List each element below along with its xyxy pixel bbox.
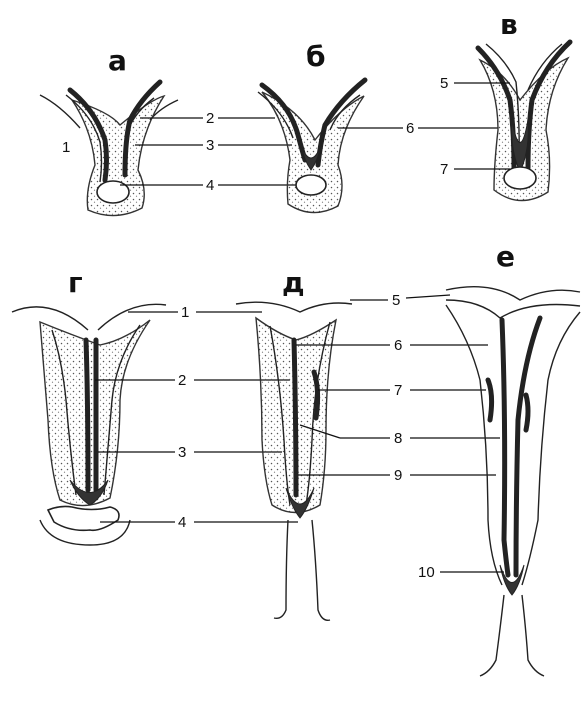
sebaceous-gland-e (485, 377, 495, 423)
outer-root-sheath-right-g (103, 324, 141, 496)
label-v-5: 5 (440, 75, 448, 92)
root-strand-left-d (273, 519, 289, 620)
hair-shaft-left-g (83, 337, 91, 493)
panel-g-letter: г (68, 266, 83, 299)
hair-bulb-e (499, 564, 525, 596)
label-a-2: 2 (206, 110, 214, 127)
hair-cone-b (301, 147, 321, 171)
epidermis-right-b (315, 77, 368, 168)
panel-d-letter: д (282, 266, 305, 299)
panel-a-letter: а (108, 44, 127, 77)
root-strand-left-e (479, 594, 505, 677)
epidermis-right-a (122, 79, 163, 178)
epidermis-inner-left-v (485, 43, 520, 166)
panel-b-letter: б (306, 40, 326, 73)
label-v-7: 7 (440, 161, 448, 178)
skin-surface-e (445, 285, 581, 301)
epidermis-inner-left-b (257, 91, 294, 139)
label-g-3: 3 (178, 444, 186, 461)
skin-surface-inner-e (445, 299, 581, 319)
epidermis-inner-right-b (329, 94, 361, 131)
panel-e: е 10 (418, 240, 581, 677)
label-b-6: 6 (406, 120, 414, 137)
panel-b: б 6 (257, 40, 498, 214)
hair-bulb-g (69, 479, 109, 506)
hair-shaft-v (511, 119, 529, 174)
skin-surface-right-g (97, 303, 167, 331)
papilla-a (96, 180, 130, 204)
leader-d-5-to-e (405, 294, 451, 299)
panel-d: д 5 6 7 8 9 (235, 266, 500, 621)
panel-g: г 1 2 3 4 (11, 266, 298, 546)
panel-e-letter: е (496, 240, 515, 273)
label-d-6: 6 (394, 337, 402, 354)
label-g-4: 4 (178, 514, 186, 531)
papilla-v (503, 166, 537, 190)
epidermis-inner-right-a (127, 97, 155, 131)
label-g-2: 2 (178, 372, 186, 389)
panel-v: в 5 7 (440, 8, 573, 202)
skin-surface-d (235, 301, 353, 313)
label-d-5: 5 (392, 292, 400, 309)
skin-surface-left-g (11, 306, 89, 331)
label-a-3: 3 (206, 137, 214, 154)
epidermis-right-v (525, 39, 573, 171)
root-strand-right-d (311, 519, 331, 621)
outer-root-sheath-right-d (305, 321, 331, 506)
hair-shaft-left-e (499, 317, 511, 578)
hair-bulb-d (285, 487, 315, 519)
label-d-7: 7 (394, 382, 402, 399)
papilla-b (295, 174, 327, 196)
label-a-1: 1 (62, 139, 70, 156)
panel-v-letter: в (500, 8, 518, 41)
label-g-1: 1 (181, 304, 189, 321)
epidermis-inner-right-v (527, 43, 563, 91)
leader-d-8a (299, 424, 341, 439)
label-d-9: 9 (394, 467, 402, 484)
label-e-10: 10 (418, 564, 435, 581)
root-strand-right-e (521, 594, 545, 677)
skin-surface-left (39, 94, 81, 129)
dermal-outline-left-e (445, 304, 503, 586)
dermal-outline-right-e (521, 311, 581, 586)
papilla-g (46, 505, 120, 532)
outer-root-sheath-left-g (51, 329, 77, 496)
dermal-sheath-v (478, 56, 570, 202)
sebaceous-gland-d (311, 369, 321, 421)
hair-shaft-d (291, 337, 299, 498)
dermal-sheath-b (261, 91, 365, 214)
epidermis-inner-left-a (65, 94, 103, 183)
epidermis-left-a (67, 87, 109, 183)
papilla-capsule-g (39, 519, 131, 546)
label-a-4: 4 (206, 177, 214, 194)
outer-root-sheath-left-d (269, 325, 291, 506)
sebaceous-gland-right-e (523, 392, 531, 433)
hair-shaft-right-e (513, 315, 543, 578)
label-d-8: 8 (394, 430, 402, 447)
panel-a: а 1 2 3 (39, 44, 214, 217)
